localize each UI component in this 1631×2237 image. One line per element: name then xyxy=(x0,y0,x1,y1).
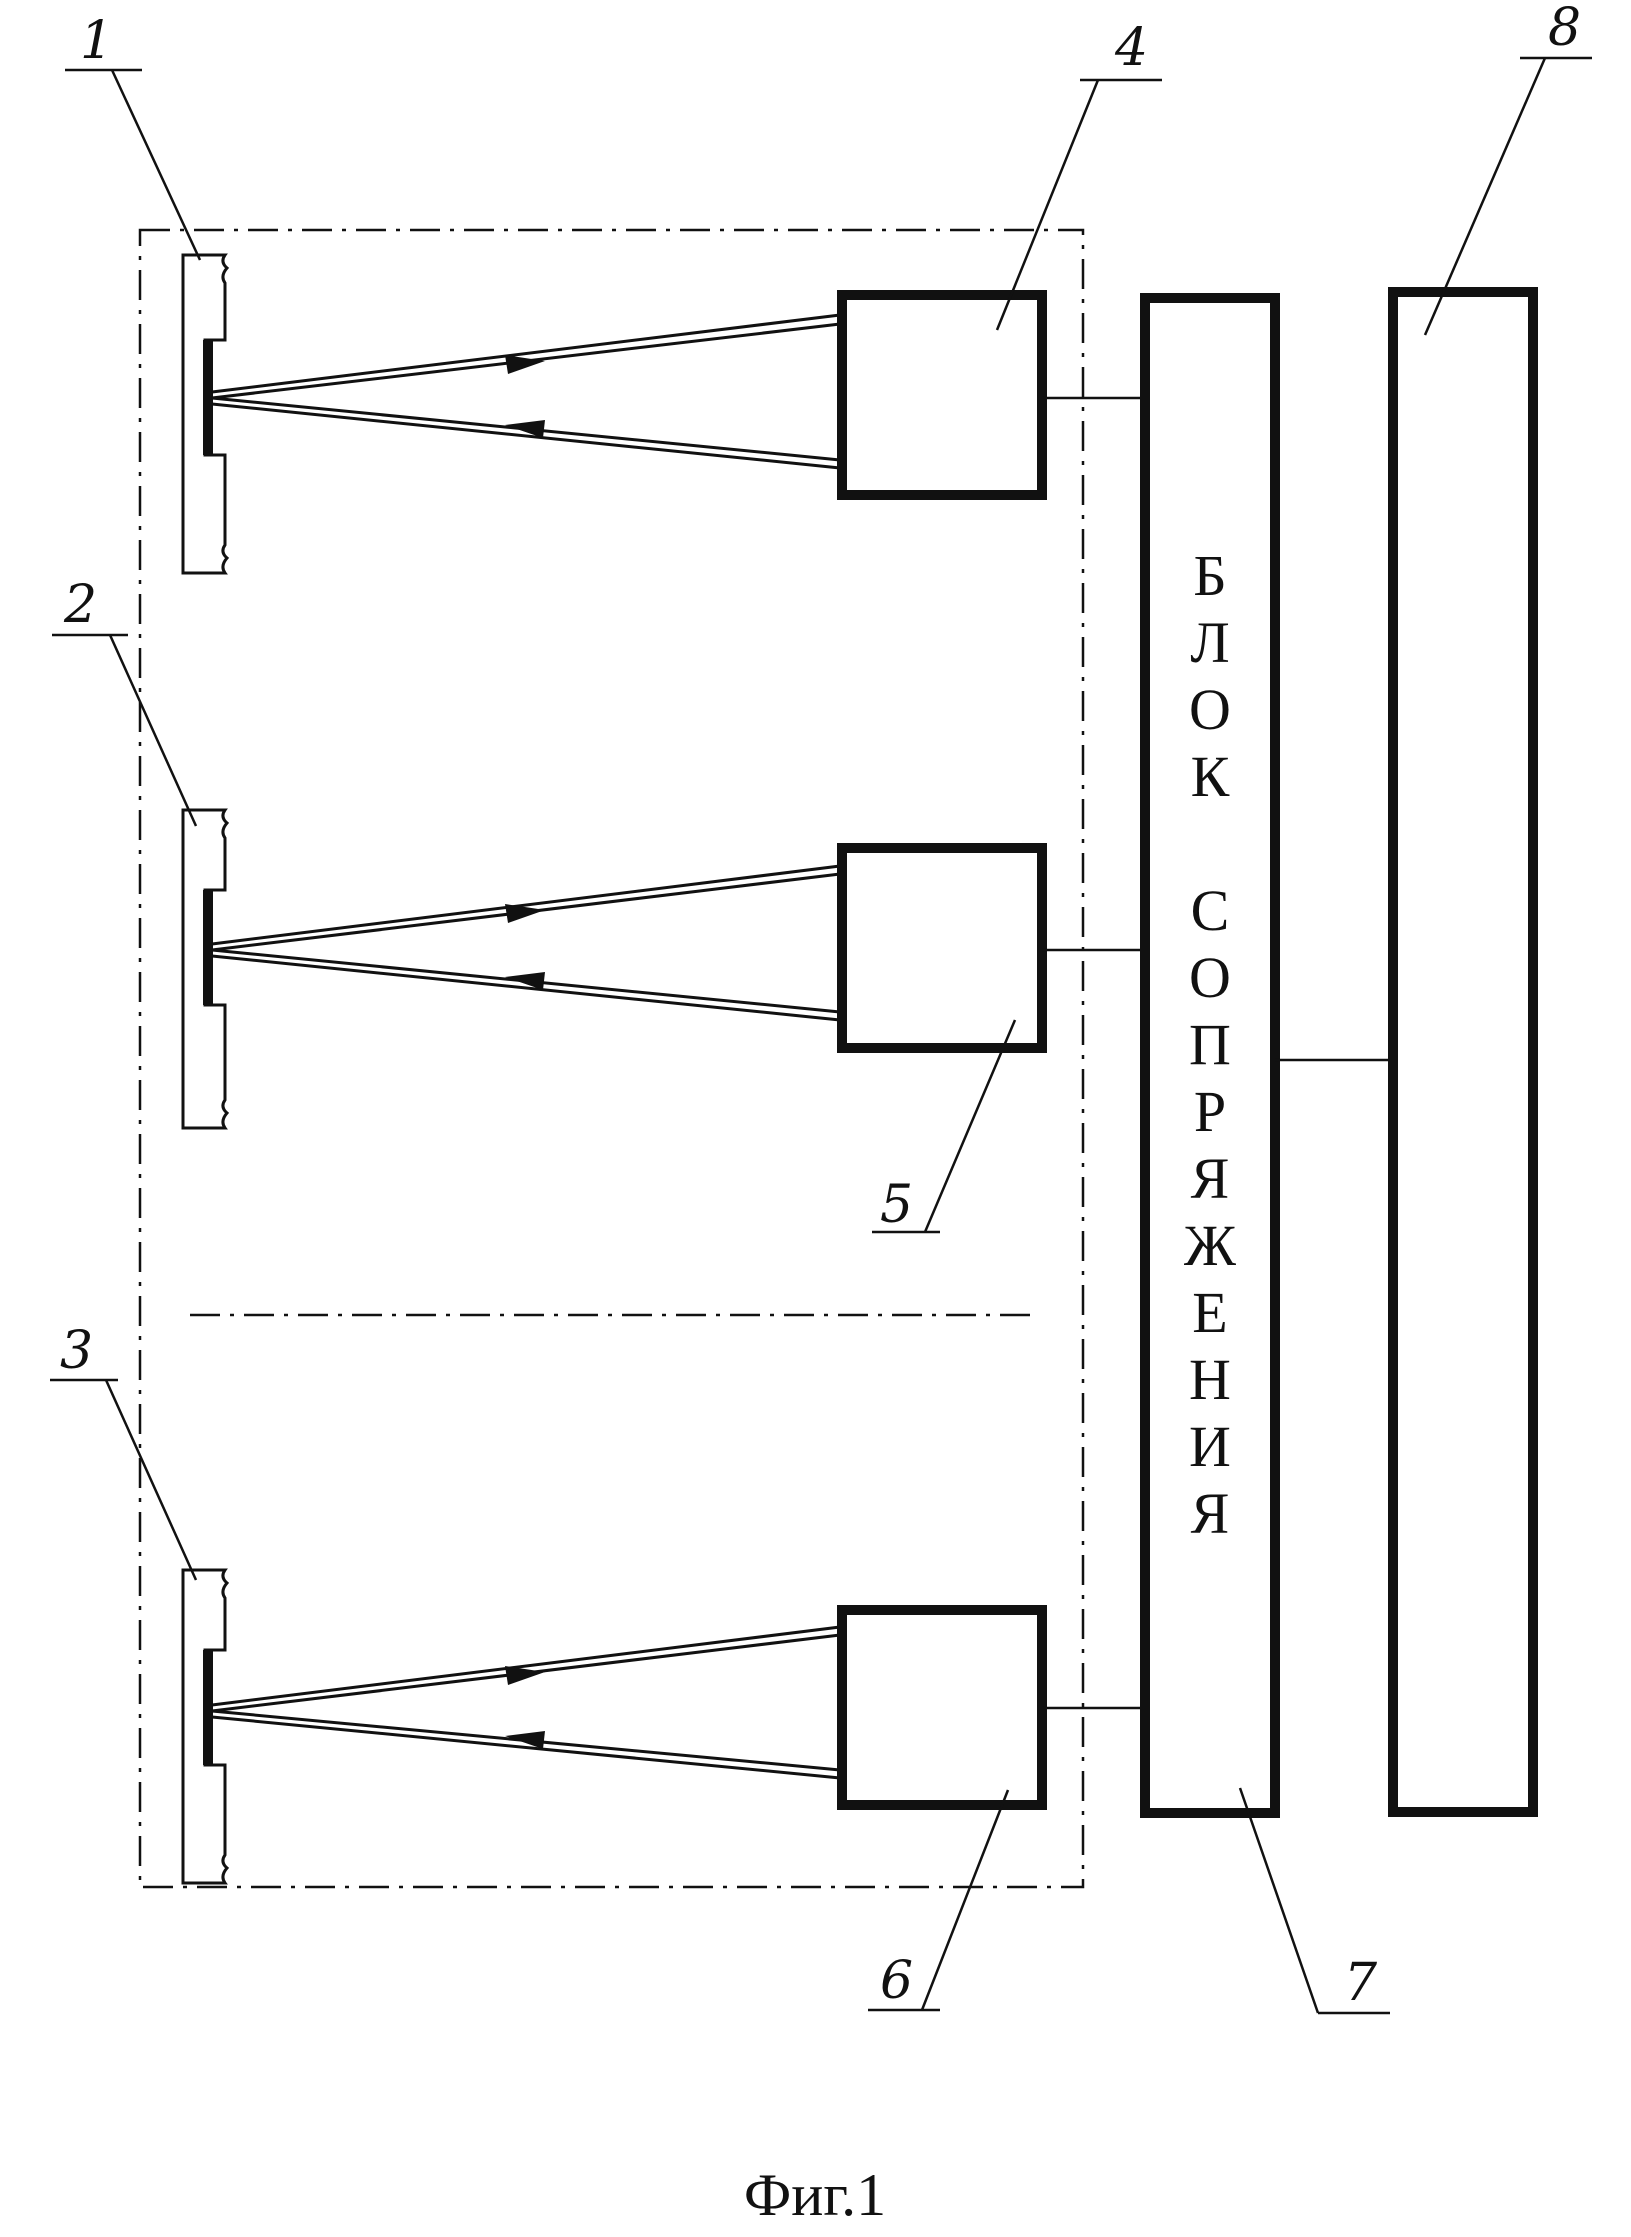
ref-label-3: 3 xyxy=(50,1321,196,1580)
letter-ya2: Я xyxy=(1191,1481,1230,1546)
beam-arrow-2a xyxy=(505,904,545,923)
svg-text:6: 6 xyxy=(880,1951,913,2011)
reflector-1 xyxy=(203,340,213,455)
figure-caption: Фиг.1 xyxy=(744,2162,886,2228)
reflector-2 xyxy=(203,890,213,1005)
letter-i: И xyxy=(1189,1414,1231,1479)
letter-k: К xyxy=(1191,744,1230,809)
ref-label-6: 6 xyxy=(868,1790,1008,2011)
beam-arrow-1a xyxy=(505,355,545,374)
ref-label-2: 2 xyxy=(52,575,196,826)
letter-r: Р xyxy=(1194,1079,1226,1144)
letter-n: Н xyxy=(1189,1347,1231,1412)
ref-label-8: 8 xyxy=(1425,0,1592,335)
sensor-group-boundary xyxy=(140,230,1083,1887)
letter-o: О xyxy=(1189,677,1231,742)
transceiver-4 xyxy=(842,295,1042,495)
letter-s: С xyxy=(1191,878,1230,943)
letter-p: П xyxy=(1189,1012,1231,1077)
transceiver-5 xyxy=(842,848,1042,1048)
letter-ya: Я xyxy=(1191,1146,1230,1211)
svg-text:7: 7 xyxy=(1344,1953,1378,2013)
letter-o2: О xyxy=(1189,945,1231,1010)
block-8 xyxy=(1393,292,1533,1812)
sensor-row-2 xyxy=(183,810,1145,1128)
interface-block-label: Б Л О К С О П Р Я Ж Е Н И Я xyxy=(1184,543,1236,1546)
ref-label-4: 4 xyxy=(997,18,1162,330)
letter-e: Е xyxy=(1192,1280,1227,1345)
beam-arrow-3a xyxy=(505,1666,545,1685)
ref-label-7: 7 xyxy=(1240,1788,1390,2013)
letter-zh: Ж xyxy=(1184,1213,1236,1278)
sensor-row-3 xyxy=(183,1570,1145,1883)
svg-text:2: 2 xyxy=(63,575,97,635)
svg-text:3: 3 xyxy=(60,1321,93,1381)
svg-text:1: 1 xyxy=(80,11,113,71)
svg-text:5: 5 xyxy=(880,1175,913,1235)
sensor-row-1 xyxy=(183,255,1145,573)
letter-l: Л xyxy=(1190,610,1229,675)
ref-label-1: 1 xyxy=(65,11,200,260)
svg-text:8: 8 xyxy=(1548,0,1581,58)
letter-b: Б xyxy=(1193,543,1226,608)
transceiver-6 xyxy=(842,1610,1042,1805)
svg-text:4: 4 xyxy=(1114,18,1148,78)
reflector-3 xyxy=(203,1650,213,1765)
